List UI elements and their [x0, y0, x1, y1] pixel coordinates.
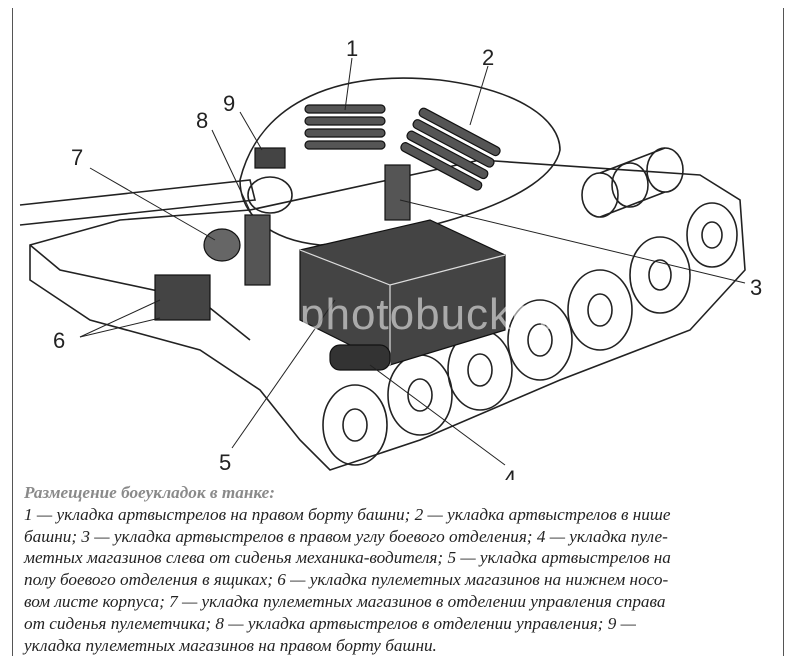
callout-8: 8 [196, 108, 208, 133]
callout-1: 1 [346, 36, 358, 61]
caption-line: 1 — укладка артвыстрелов на правом борту… [24, 504, 671, 524]
caption-line: укладка пулеметных магазинов на правом б… [24, 635, 437, 655]
ammo-racks [154, 104, 506, 371]
road-wheels [322, 202, 738, 466]
figure-caption: Размещение боеукладок в танке: 1 — уклад… [24, 482, 769, 656]
tank-ammo-stowage-diagram: 1 2 3 4 5 6 7 8 9 [19, 36, 762, 480]
caption-line: метных магазинов слева от сиденья механи… [24, 548, 671, 568]
callout-9: 9 [223, 91, 235, 116]
caption-line: башни; 3 — укладка артвыстрелов в правом… [24, 526, 668, 546]
callout-3: 3 [750, 275, 762, 300]
caption-line: вом листе корпуса; 7 — укладка пулеметны… [24, 591, 666, 611]
callout-7: 7 [71, 145, 83, 170]
figure-frame [12, 8, 784, 656]
callout-2: 2 [482, 45, 494, 70]
callout-numbers: 1 2 3 4 5 6 7 8 9 [53, 36, 762, 480]
watermark: photobucket [300, 290, 551, 339]
callout-6: 6 [53, 328, 65, 353]
caption-line: полу боевого отделения в ящиках; 6 — укл… [24, 570, 669, 590]
callout-5: 5 [219, 450, 231, 475]
callout-4: 4 [504, 466, 516, 480]
caption-title: Размещение боеукладок в танке: [24, 483, 275, 502]
callout-leaders [79, 57, 746, 466]
caption-line: от сиденья пулеметчика; 8 — укладка артв… [24, 613, 636, 633]
